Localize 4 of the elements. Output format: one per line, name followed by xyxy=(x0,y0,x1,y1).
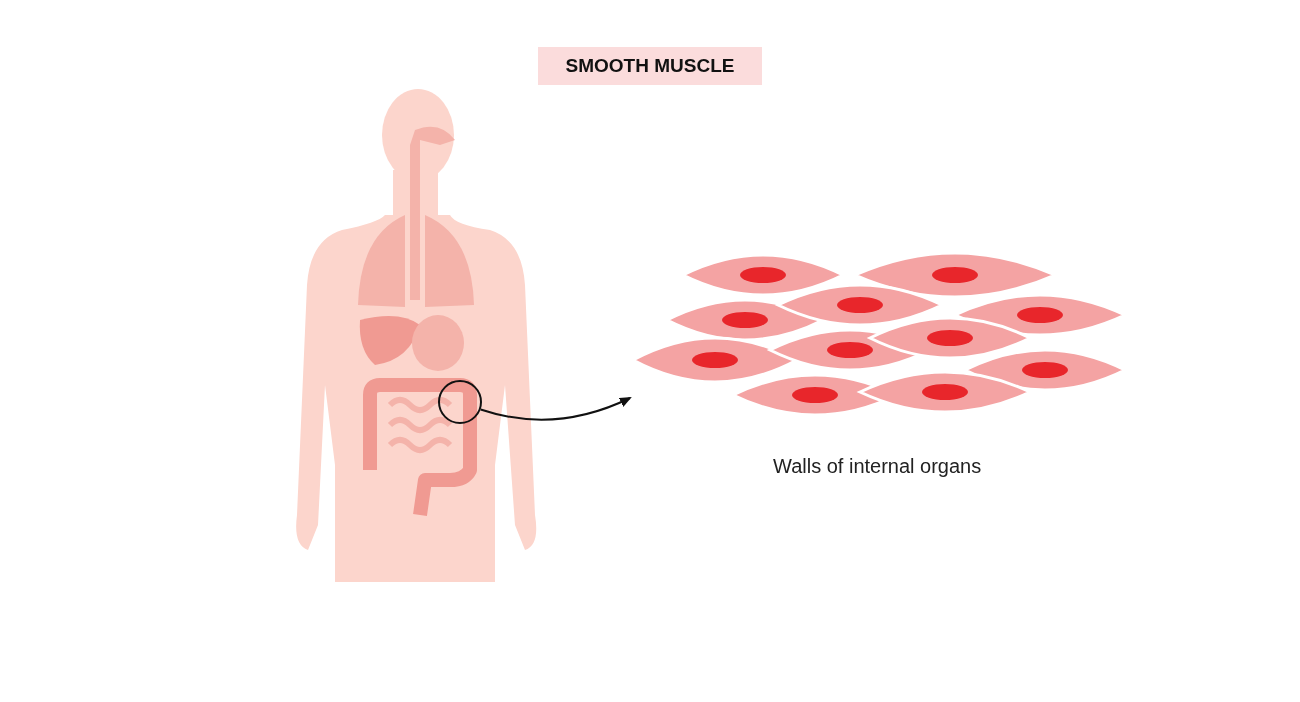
curved-arrow xyxy=(479,397,632,421)
magnifier-circle xyxy=(438,380,482,424)
title-banner: SMOOTH MUSCLE xyxy=(538,47,762,85)
caption-text: Walls of internal organs xyxy=(773,455,982,478)
